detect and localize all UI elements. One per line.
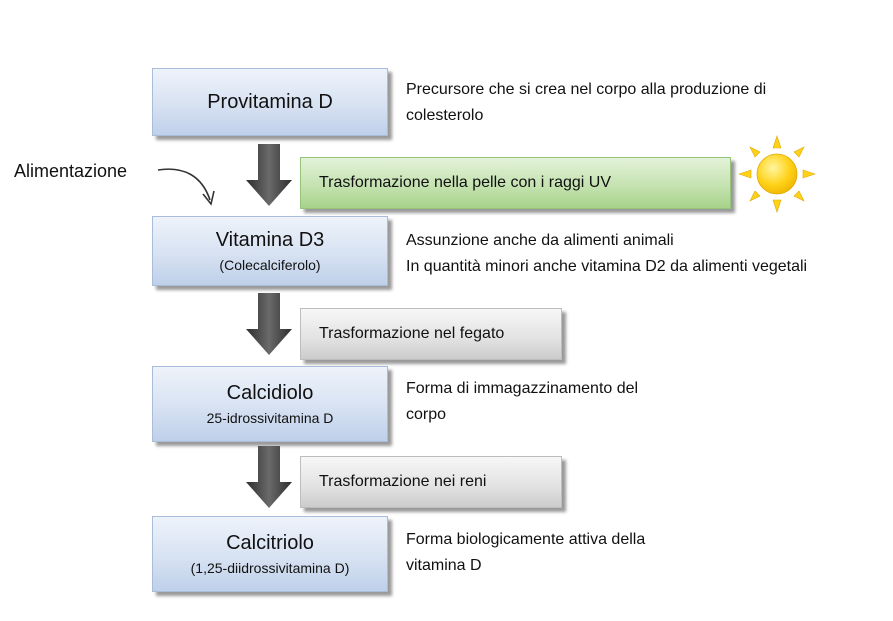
sun-icon — [738, 135, 816, 213]
stage-title: Calcitriolo — [226, 532, 314, 554]
side-label-alimentazione: Alimentazione — [14, 161, 128, 181]
description-line: vitamina D — [406, 557, 482, 574]
stage-calcitriol: Calcitriolo (1,25-diidrossivitamina D) — [152, 516, 388, 592]
description-line: Forma biologicamente attiva della — [406, 531, 646, 548]
step-liver: Trasformazione nel fegato — [300, 308, 562, 360]
down-arrow-icon — [246, 446, 292, 508]
step-label: Trasformazione nei reni — [319, 473, 487, 490]
description-line: Forma di immagazzinamento del — [406, 380, 639, 397]
down-arrow-icon — [246, 293, 292, 355]
stage-subtitle: 25-idrossivitamina D — [206, 410, 334, 426]
down-arrow-icon — [246, 144, 292, 206]
stage-subtitle: (1,25-diidrossivitamina D) — [190, 560, 350, 576]
description-line: Precursore che si crea nel corpo alla pr… — [406, 81, 767, 98]
step-label: Trasformazione nel fegato — [319, 325, 505, 342]
step-kidneys: Trasformazione nei reni — [300, 456, 562, 508]
description-line: corpo — [406, 406, 447, 423]
description-calcidiol: Forma di immagazzinamento del corpo — [406, 376, 638, 428]
stage-vitamin-d3: Vitamina D3 (Colecalciferolo) — [152, 216, 388, 286]
description-line: Assunzione anche da alimenti animali — [406, 232, 674, 249]
stage-title: Provitamina D — [207, 91, 333, 113]
description-line: colesterolo — [406, 107, 484, 124]
step-label: Trasformazione nella pelle con i raggi U… — [319, 174, 611, 191]
description-vitamin-d3: Assunzione anche da alimenti animali In … — [406, 228, 807, 280]
description-provitamin-d: Precursore che si crea nel corpo alla pr… — [406, 77, 766, 129]
stage-title: Calcidiolo — [226, 382, 314, 404]
step-skin-uv: Trasformazione nella pelle con i raggi U… — [300, 157, 731, 209]
stage-title: Vitamina D3 — [215, 229, 325, 251]
description-line: In quantità minori anche vitamina D2 da … — [406, 258, 808, 275]
stage-subtitle: (Colecalciferolo) — [219, 257, 321, 273]
stage-calcidiol: Calcidiolo 25-idrossivitamina D — [152, 366, 388, 442]
stage-provitamin-d: Provitamina D — [152, 68, 388, 136]
description-calcitriol: Forma biologicamente attiva della vitami… — [406, 527, 645, 579]
curved-arrow-icon — [157, 168, 215, 206]
